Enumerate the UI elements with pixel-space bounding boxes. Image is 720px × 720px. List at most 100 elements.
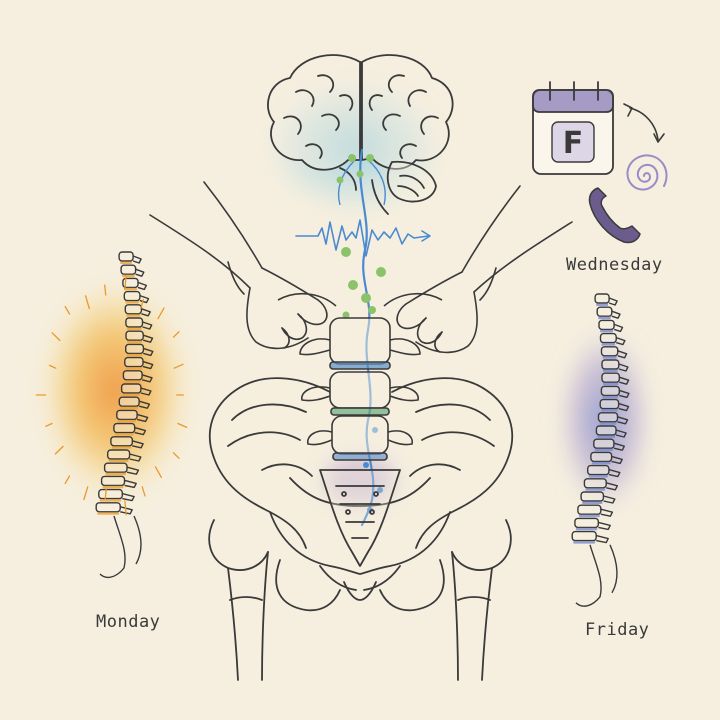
- disc: [603, 382, 619, 386]
- disc: [573, 541, 596, 544]
- vertebra: [122, 370, 143, 381]
- vertebra: [103, 462, 128, 473]
- vertebra: [600, 346, 619, 357]
- vertebra-process: [611, 455, 623, 465]
- vertebra-process: [140, 387, 152, 396]
- pain-ray: [84, 295, 90, 310]
- pain-ray: [141, 486, 146, 497]
- vertebra-process: [600, 508, 614, 517]
- vertebra-process: [137, 281, 147, 291]
- vertebra: [95, 502, 121, 513]
- disc: [99, 499, 122, 502]
- vertebra: [124, 343, 145, 355]
- vertebra-process: [141, 374, 153, 383]
- nerve-nodes: [336, 154, 386, 319]
- sacrum-tail: [575, 544, 618, 607]
- sacrum-tail: [99, 515, 142, 579]
- spine-icon-monday: [95, 251, 154, 579]
- disc: [114, 433, 134, 436]
- pain-ray: [64, 475, 71, 485]
- disc: [122, 393, 140, 396]
- vertebra-process: [618, 402, 630, 412]
- vertebra: [120, 383, 142, 394]
- vertebra: [123, 290, 141, 302]
- vertebra-process: [142, 360, 154, 370]
- disc: [102, 485, 124, 489]
- vertebra-process: [619, 376, 630, 385]
- label-friday: Friday: [585, 620, 650, 640]
- disc: [126, 327, 142, 330]
- watercolor-washes: [40, 70, 653, 515]
- vertebra: [595, 425, 617, 436]
- disc: [575, 527, 598, 531]
- brain-wash: [265, 70, 445, 210]
- vertebra: [590, 451, 613, 463]
- disc: [97, 512, 120, 515]
- vertebra-process: [132, 440, 144, 449]
- pelvis-icon: [208, 377, 514, 681]
- pain-ray: [51, 332, 61, 342]
- vertebra-process: [143, 347, 154, 357]
- vertebra: [125, 330, 144, 341]
- vertebra: [599, 398, 620, 410]
- monday-pain-wash: [40, 280, 190, 500]
- vertebra-process: [619, 389, 630, 399]
- disc: [585, 488, 606, 491]
- vertebra: [120, 264, 137, 275]
- vertebra: [118, 251, 134, 262]
- disc: [598, 316, 611, 320]
- disc: [594, 448, 613, 452]
- vertebra-process: [603, 495, 616, 504]
- disc: [591, 461, 611, 465]
- vertebra-process: [129, 453, 142, 462]
- disc: [603, 369, 618, 372]
- vertebra-process: [615, 336, 626, 346]
- calendar-icon: F: [532, 81, 614, 175]
- vertebra: [599, 332, 617, 344]
- vertebra-process: [617, 350, 628, 359]
- nerve-signal-icon: [295, 219, 431, 257]
- vertebra: [98, 488, 124, 500]
- disc: [105, 472, 126, 476]
- lumbar-spine: [277, 292, 443, 461]
- hands-icon: [149, 181, 573, 354]
- disc: [125, 301, 139, 304]
- disc: [602, 395, 619, 399]
- disc: [126, 353, 143, 357]
- brain-icon: [267, 54, 454, 215]
- vertebra: [124, 304, 143, 315]
- vertebra: [583, 478, 607, 489]
- vertebra: [580, 491, 605, 502]
- vertebra: [106, 449, 131, 460]
- vertebra: [113, 422, 136, 434]
- pain-ray: [104, 488, 107, 500]
- disc: [600, 329, 614, 333]
- pain-ray: [64, 305, 71, 315]
- vertebra: [574, 517, 600, 529]
- vertebra-process: [615, 429, 627, 438]
- vertebra: [124, 356, 144, 368]
- pain-ray: [173, 363, 184, 369]
- vertebra-process: [618, 363, 629, 372]
- vertebra: [587, 464, 610, 476]
- vertebra: [600, 385, 621, 397]
- label-monday: Monday: [96, 612, 161, 632]
- vertebra-process: [142, 334, 154, 343]
- pain-ray: [124, 500, 127, 516]
- pain-ray: [54, 445, 64, 455]
- vertebra: [100, 475, 126, 487]
- vertebra-process: [598, 521, 611, 531]
- disc: [120, 406, 139, 410]
- vertebra: [571, 530, 597, 542]
- disc: [120, 261, 133, 264]
- spiral-icon: [626, 154, 668, 191]
- disc: [108, 459, 129, 462]
- vertebra-process: [124, 479, 137, 489]
- pain-ray: [172, 452, 180, 459]
- disc: [111, 446, 132, 449]
- vertebra: [596, 306, 613, 317]
- vertebra: [597, 412, 619, 423]
- disc: [125, 367, 142, 370]
- vertebra-process: [142, 321, 153, 330]
- vertebra-process: [608, 468, 621, 478]
